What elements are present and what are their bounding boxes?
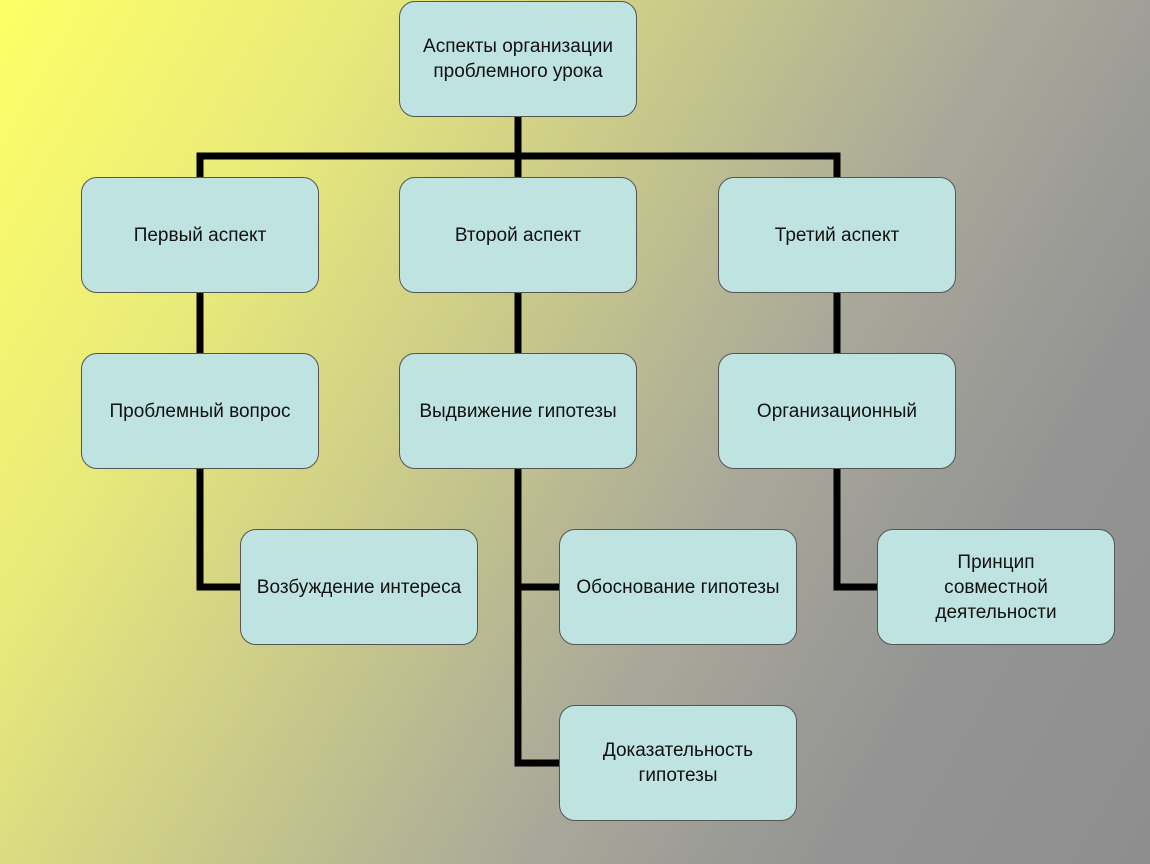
aspect-node-label: Третий аспект [774, 224, 900, 246]
aspect-node-third: Третий аспект [718, 177, 956, 293]
aspect-node-second: Второй аспект [399, 177, 637, 293]
node-label: Доказательность гипотезы [602, 740, 754, 786]
node-hypothesis-proposal: Выдвижение гипотезы [399, 353, 637, 469]
node-organizational: Организационный [718, 353, 956, 469]
node-label: Обоснование гипотезы [576, 576, 780, 598]
connector-branch-3 [833, 464, 882, 591]
aspect-node-label: Второй аспект [454, 224, 582, 246]
aspect-node-label: Первый аспект [133, 224, 267, 246]
node-joint-activity-principle: Принцип совместной деятельности [877, 529, 1115, 645]
node-label: Возбуждение интереса [256, 576, 462, 598]
node-interest-arousal: Возбуждение интереса [240, 529, 478, 645]
node-hypothesis-justification: Обоснование гипотезы [559, 529, 797, 645]
node-label: Организационный [756, 400, 918, 422]
aspect-node-first: Первый аспект [81, 177, 319, 293]
node-problem-question: Проблемный вопрос [81, 353, 319, 469]
connector-branch-1 [196, 464, 245, 591]
node-label: Принцип совместной деятельности [935, 551, 1057, 623]
root-node: Аспекты организации проблемного урока [399, 1, 637, 117]
node-label: Выдвижение гипотезы [419, 400, 617, 422]
node-hypothesis-proof: Доказательность гипотезы [559, 705, 797, 821]
node-label: Проблемный вопрос [109, 400, 291, 422]
root-node-label: Аспекты организации проблемного урока [423, 36, 613, 82]
connector-branch-2 [514, 464, 564, 767]
